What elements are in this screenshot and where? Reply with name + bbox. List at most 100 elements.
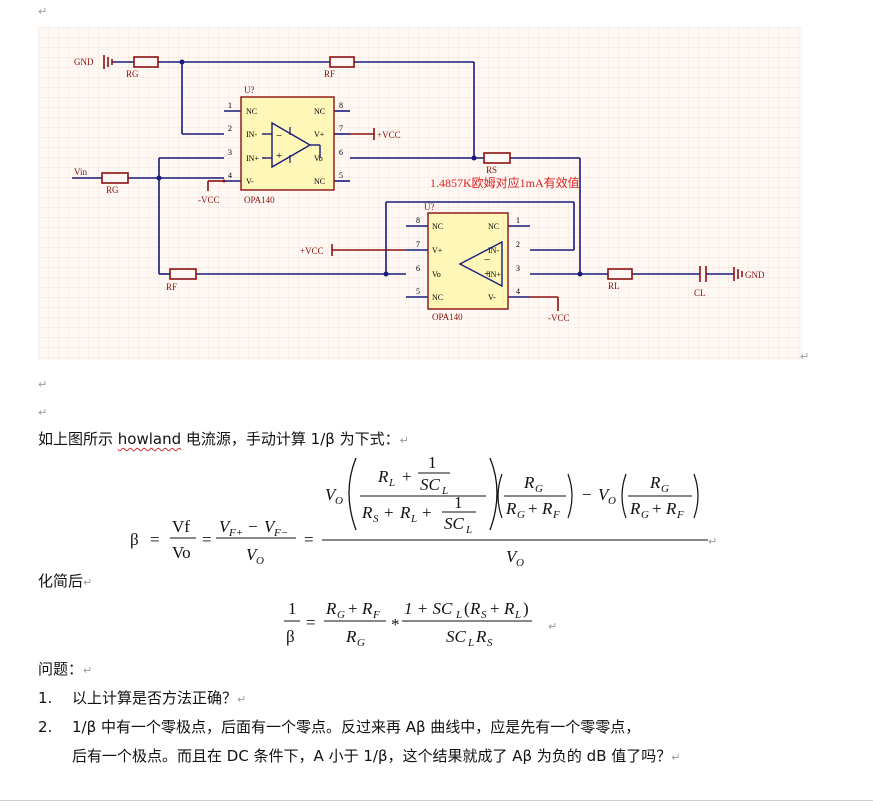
svg-text:=: = (150, 530, 160, 549)
svg-text:1: 1 (288, 599, 297, 618)
svg-text:L: L (467, 637, 474, 649)
svg-text:F: F (372, 609, 380, 621)
svg-text:Vo: Vo (314, 154, 323, 163)
svg-text:G: G (357, 637, 365, 649)
questions-heading: 问题：↵ (38, 660, 93, 678)
u1-ref-label: U? (244, 85, 255, 95)
svg-text:R: R (469, 599, 481, 618)
svg-text:SC: SC (446, 627, 467, 646)
resistor-rf-top (329, 56, 355, 68)
svg-text:1: 1 (454, 493, 463, 512)
svg-text:R: R (503, 599, 515, 618)
svg-text:*: * (391, 615, 400, 634)
svg-text:R: R (361, 599, 373, 618)
svg-text:R: R (475, 627, 487, 646)
opamp-u2: − + (427, 212, 509, 310)
rf-top-label: RF (324, 69, 335, 79)
paragraph-mark: ↵ (548, 620, 558, 633)
passives (101, 56, 707, 282)
svg-text:NC: NC (314, 107, 325, 116)
rs-label: RS (486, 165, 497, 175)
svg-text:2: 2 (228, 124, 232, 133)
svg-text:L: L (465, 524, 472, 536)
paragraph-mark: ↵ (708, 535, 718, 548)
svg-text:IN+: IN+ (246, 154, 259, 163)
svg-text:+: + (402, 467, 412, 486)
intro-paragraph: 如上图所示 howland 电流源，手动计算 1/β 为下式：↵ (38, 430, 409, 448)
svg-text:7: 7 (416, 240, 420, 249)
svg-text:NC: NC (432, 293, 443, 302)
svg-text:G: G (535, 483, 543, 495)
svg-text:L: L (410, 513, 417, 525)
svg-text:V: V (246, 545, 259, 564)
svg-text:V-: V- (488, 293, 496, 302)
svg-text:+: + (422, 503, 432, 522)
svg-text:=: = (202, 530, 212, 549)
svg-text:NC: NC (488, 222, 499, 231)
svg-text:NC: NC (314, 177, 325, 186)
svg-text:G: G (641, 509, 649, 521)
svg-text:+: + (348, 599, 358, 618)
inverse-beta-equation: 1 β = R G + R F R G * 1 + SC L ( R S + R… (284, 599, 532, 649)
svg-text:8: 8 (339, 101, 343, 110)
svg-text:5: 5 (416, 287, 420, 296)
svg-text:−: − (276, 130, 282, 142)
rg-vin-label: RG (106, 185, 119, 195)
svg-text:Vo: Vo (432, 270, 441, 279)
svg-text:G: G (337, 609, 345, 621)
beta-equation: β = Vf Vo = V F+ − V F− V O = V O R L + … (130, 453, 708, 569)
resistor-rs (483, 152, 511, 164)
rs-annotation: 1.4857K欧姆对应1mA有效值 (430, 175, 580, 190)
u2-part-label: OPA140 (432, 312, 463, 322)
power-symbols (103, 55, 743, 311)
svg-text:=: = (306, 613, 316, 632)
svg-text:5: 5 (339, 171, 343, 180)
rg-top-label: RG (126, 69, 139, 79)
svg-text:): ) (523, 599, 529, 618)
svg-text:F: F (676, 509, 684, 521)
gnd-left-label: GND (74, 57, 94, 67)
svg-text:1: 1 (428, 453, 437, 472)
svg-text:−: − (582, 485, 592, 504)
svg-text:NC: NC (246, 107, 257, 116)
u1-neg-vcc-label: -VCC (198, 195, 220, 205)
cl-label: CL (694, 288, 706, 298)
svg-text:3: 3 (228, 148, 232, 157)
paragraph-mark: ↵ (38, 378, 48, 391)
opamp-u1: − + (240, 96, 335, 191)
svg-text:−: − (248, 517, 258, 536)
svg-text:O: O (256, 555, 264, 567)
svg-text:R: R (361, 503, 373, 522)
svg-text:+: + (528, 499, 538, 518)
resistor-rg-vin (101, 172, 129, 184)
resistor-rl (607, 268, 633, 280)
svg-text:S: S (373, 513, 379, 525)
svg-text:O: O (335, 495, 343, 507)
svg-text:7: 7 (339, 124, 343, 133)
svg-text:S: S (481, 609, 487, 621)
svg-text:V: V (264, 517, 277, 536)
power-dots (222, 179, 226, 183)
rf-bottom-label: RF (166, 282, 177, 292)
svg-text:R: R (345, 627, 357, 646)
svg-text:O: O (516, 557, 524, 569)
svg-text:F: F (552, 509, 560, 521)
svg-text:β: β (130, 530, 139, 549)
svg-text:R: R (629, 499, 641, 518)
svg-text:Vo: Vo (172, 543, 191, 562)
u2-neg-vcc-label: -VCC (548, 313, 570, 323)
svg-text:6: 6 (416, 264, 420, 273)
svg-text:=: = (304, 530, 314, 549)
svg-text:R: R (377, 467, 389, 486)
svg-text:L: L (441, 485, 448, 497)
simplified-label: 化简后↵ (38, 572, 93, 590)
svg-text:V+: V+ (432, 246, 443, 255)
svg-text:IN-: IN- (488, 246, 499, 255)
svg-text:R: R (399, 503, 411, 522)
svg-text:β: β (286, 627, 295, 646)
svg-text:V: V (219, 517, 232, 536)
svg-text:+: + (484, 268, 490, 280)
svg-text:L: L (455, 609, 462, 621)
svg-text:R: R (505, 499, 517, 518)
svg-text:3: 3 (516, 264, 520, 273)
